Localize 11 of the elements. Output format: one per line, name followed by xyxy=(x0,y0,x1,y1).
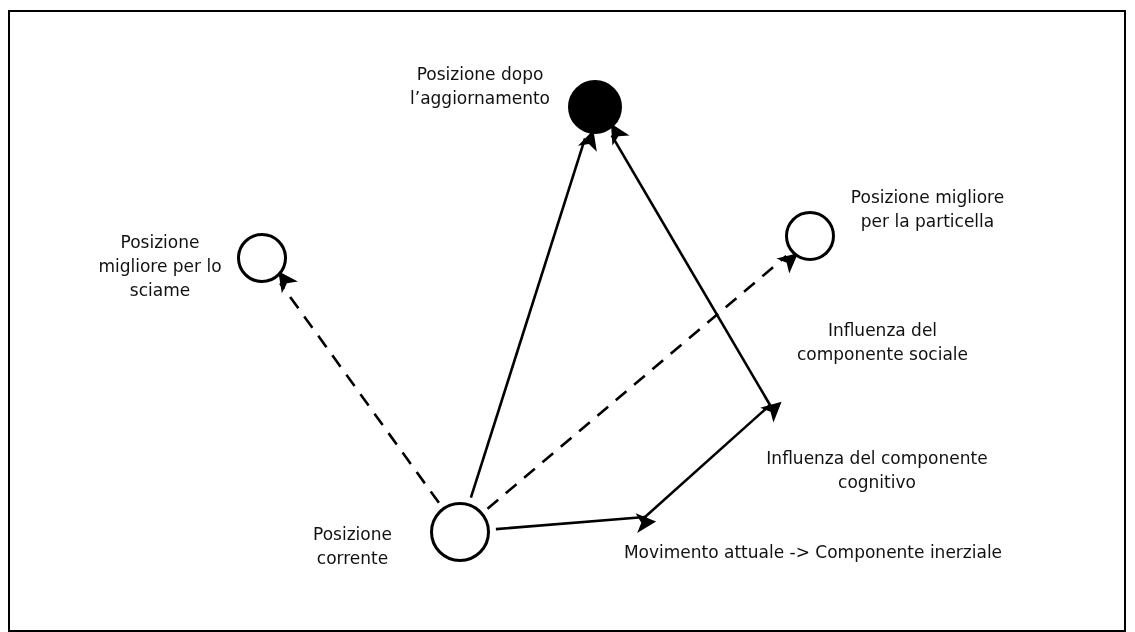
dashed-arrow xyxy=(278,271,440,504)
node-label: Posizione migliore per lo sciame xyxy=(97,231,223,302)
junction-point xyxy=(643,515,647,519)
node-label: Posizione corrente xyxy=(312,523,393,570)
arrow xyxy=(610,123,772,406)
node-label: Posizione dopo l’aggiornamento xyxy=(409,63,551,110)
junction-point xyxy=(768,403,772,407)
node-label: Posizione migliore per la particella xyxy=(849,186,1006,233)
arrow xyxy=(495,513,657,533)
dashed-arrow xyxy=(486,253,798,510)
arrow xyxy=(644,401,782,518)
